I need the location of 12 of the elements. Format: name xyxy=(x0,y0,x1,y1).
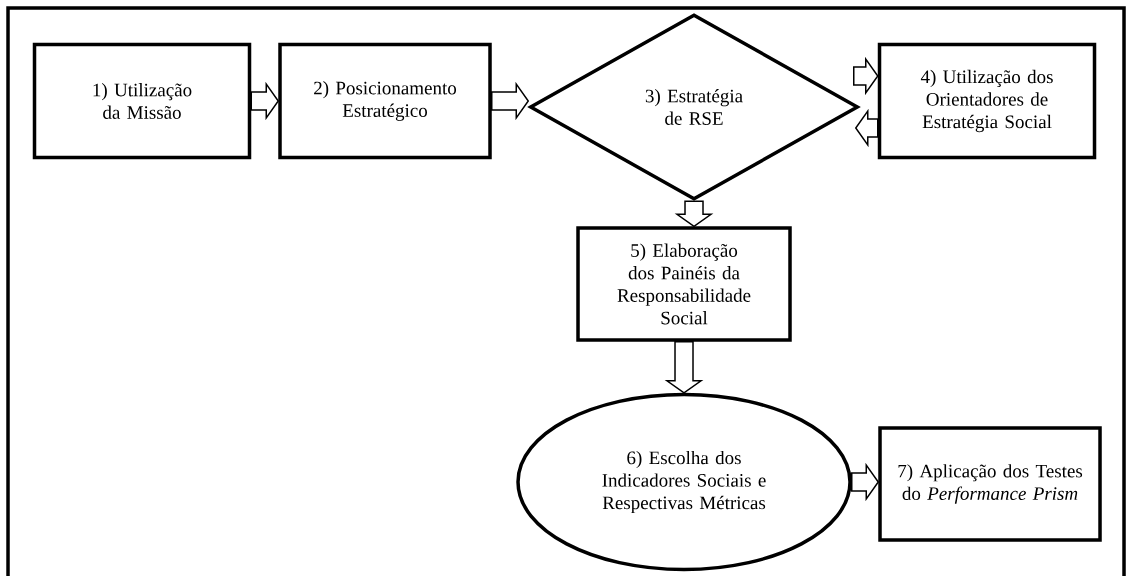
block-arrow xyxy=(674,200,714,228)
block-arrow xyxy=(664,341,704,394)
block-arrow xyxy=(851,462,880,502)
process-box: 1) Utilização da Missão xyxy=(32,42,252,160)
block-arrow xyxy=(250,81,280,121)
process-box: 7) Aplicação dos Testes do Performance Prism xyxy=(878,426,1102,542)
process-box: 5) Elaboração dos Painéis da Responsabilidade Social xyxy=(576,226,792,342)
block-arrow xyxy=(854,108,879,148)
process-box: 2) Posicionamento Estratégico xyxy=(278,42,492,160)
block-arrow xyxy=(491,81,530,121)
block-arrow xyxy=(853,56,879,96)
process-box: 4) Utilização dos Orientadores de Estratégia Social xyxy=(877,42,1097,160)
